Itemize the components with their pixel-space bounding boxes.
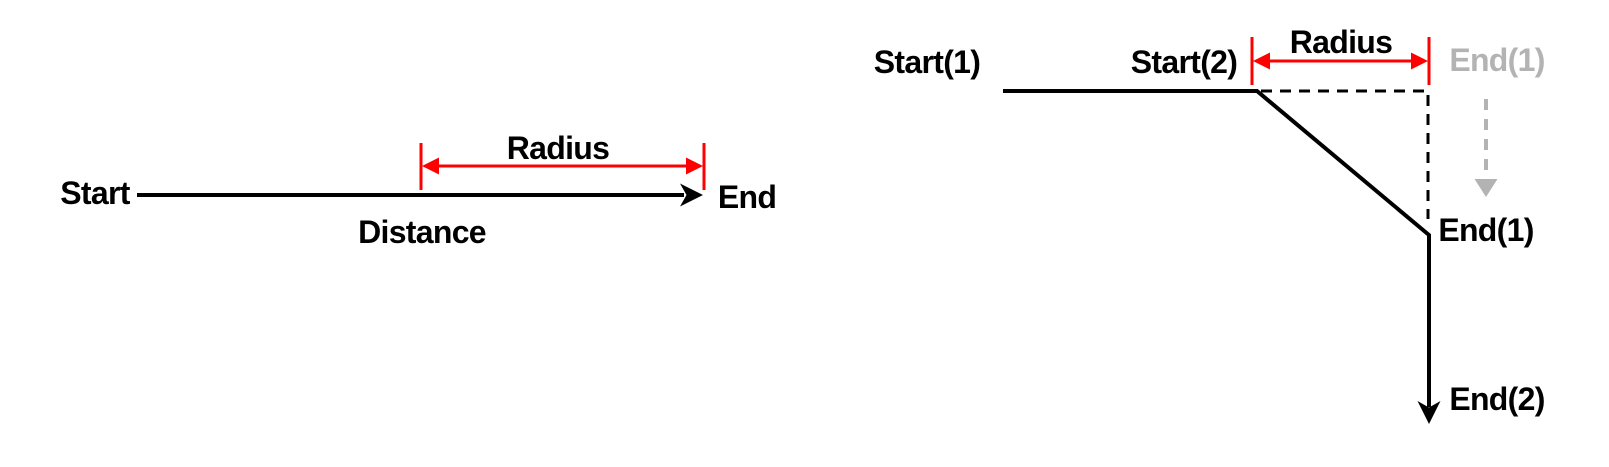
left-start-label: Start xyxy=(60,175,130,211)
ghost-drop-arrowhead-icon xyxy=(1474,179,1498,197)
left-radius-arrowhead-right-icon xyxy=(686,157,703,175)
right-end1-ghost-label: End(1) xyxy=(1449,42,1545,78)
right-end2-label: End(2) xyxy=(1449,381,1545,417)
left-diagram xyxy=(137,143,706,207)
right-radius-arrowhead-right-icon xyxy=(1411,52,1428,70)
left-radius-arrowhead-left-icon xyxy=(422,157,439,175)
right-end1-label: End(1) xyxy=(1438,212,1534,248)
left-end-label: End xyxy=(717,179,777,215)
left-distance-arrowhead-icon xyxy=(680,183,703,207)
right-diagram xyxy=(1003,37,1498,424)
right-start2-label: Start(2) xyxy=(1130,44,1238,80)
left-radius-label: Radius xyxy=(506,130,610,166)
right-start1-label: Start(1) xyxy=(873,44,981,80)
right-path-arrowhead-icon xyxy=(1417,401,1441,424)
right-ghost-corner-dashed-line xyxy=(1261,89,1430,219)
left-distance-label: Distance xyxy=(358,214,486,250)
right-path-line xyxy=(1003,89,1431,407)
right-radius-label: Radius xyxy=(1289,24,1393,60)
right-radius-arrowhead-left-icon xyxy=(1253,52,1270,70)
